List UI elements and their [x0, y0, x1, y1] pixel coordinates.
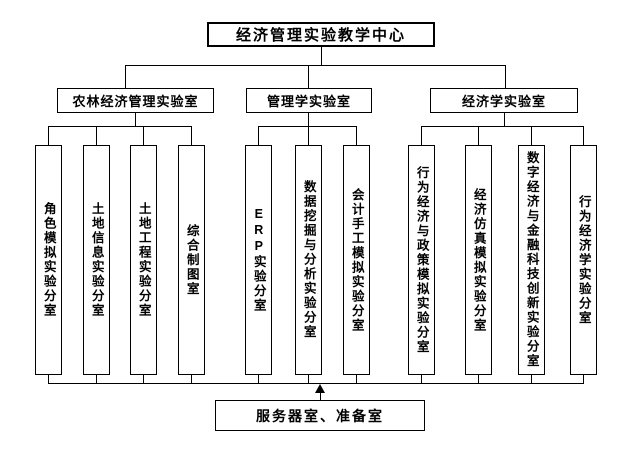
connector-line: [48, 375, 49, 384]
connector-line: [258, 126, 259, 145]
leaf-label: 土地工程实验分室: [136, 202, 151, 318]
connector-line: [531, 126, 532, 145]
leaf-node-land-engineering: 土地工程实验分室: [130, 145, 157, 375]
connector-line: [478, 375, 479, 384]
leaf-node-land-information: 土地信息实验分室: [83, 145, 110, 375]
connector-line: [96, 126, 97, 145]
connector-line: [258, 126, 357, 127]
leaf-label: 经济仿真模拟实验分室: [471, 187, 486, 333]
connector-line: [143, 375, 144, 384]
connector-line: [321, 47, 322, 65]
connector-line: [308, 375, 309, 384]
leaf-node-digital-economy-fintech: 数字经济与金融科技创新实验分室: [518, 145, 545, 375]
connector-line: [191, 126, 192, 145]
leaf-label: 综合制图室: [184, 223, 199, 297]
group-node-management-lab: 管理学实验室: [246, 88, 372, 113]
connector-line: [258, 375, 259, 384]
connector-line: [308, 113, 309, 126]
leaf-node-role-simulation: 角色模拟实验分室: [35, 145, 62, 375]
leaf-label: 数字经济与金融科技创新实验分室: [524, 151, 539, 369]
connector-line: [48, 126, 49, 145]
connector-line: [504, 113, 505, 126]
group-node-economics-lab: 经济学实验室: [430, 88, 578, 113]
connector-line: [356, 375, 357, 384]
leaf-label: 行为经济与政策模拟实验分室: [414, 165, 429, 355]
connector-line: [421, 126, 422, 145]
leaf-node-behavioral-economics: 行为经济学实验分室: [570, 145, 597, 375]
leaf-node-erp: ERP实验分室: [245, 145, 272, 375]
connector-line: [191, 375, 192, 384]
connector-line: [96, 375, 97, 384]
group-node-agri-econ-management-lab: 农林经济管理实验室: [57, 88, 214, 113]
connector-line: [48, 383, 584, 384]
connector-line: [125, 65, 126, 88]
connector-line: [583, 375, 584, 384]
connector-line: [48, 126, 192, 127]
connector-line: [308, 126, 309, 145]
connector-line: [125, 65, 506, 66]
leaf-label: 行为经济学实验分室: [576, 194, 591, 326]
connector-line: [308, 65, 309, 88]
connector-line: [320, 392, 321, 400]
leaf-label: ERP实验分室: [251, 207, 266, 313]
connector-line: [478, 126, 479, 145]
leaf-label: 角色模拟实验分室: [41, 202, 56, 318]
connector-line: [135, 113, 136, 126]
connector-line: [421, 126, 584, 127]
connector-line: [143, 126, 144, 145]
connector-line: [421, 375, 422, 384]
leaf-node-economic-simulation: 经济仿真模拟实验分室: [465, 145, 492, 375]
bottom-node-server-prep-room: 服务器室、准备室: [215, 400, 425, 431]
connector-line: [531, 375, 532, 384]
connector-line: [583, 126, 584, 145]
connector-line: [505, 65, 506, 88]
leaf-node-data-mining: 数据挖掘与分析实验分室: [295, 145, 322, 375]
leaf-node-mapping-room: 综合制图室: [178, 145, 205, 375]
leaf-node-accounting-simulation: 会计手工模拟实验分室: [343, 145, 370, 375]
leaf-label: 会计手工模拟实验分室: [349, 187, 364, 333]
leaf-label: 土地信息实验分室: [89, 202, 104, 318]
connector-line: [356, 126, 357, 145]
leaf-label: 数据挖掘与分析实验分室: [301, 180, 316, 340]
arrow-up-icon: [315, 384, 325, 393]
root-node: 经济管理实验教学中心: [207, 22, 435, 47]
leaf-node-behavioral-policy-simulation: 行为经济与政策模拟实验分室: [408, 145, 435, 375]
